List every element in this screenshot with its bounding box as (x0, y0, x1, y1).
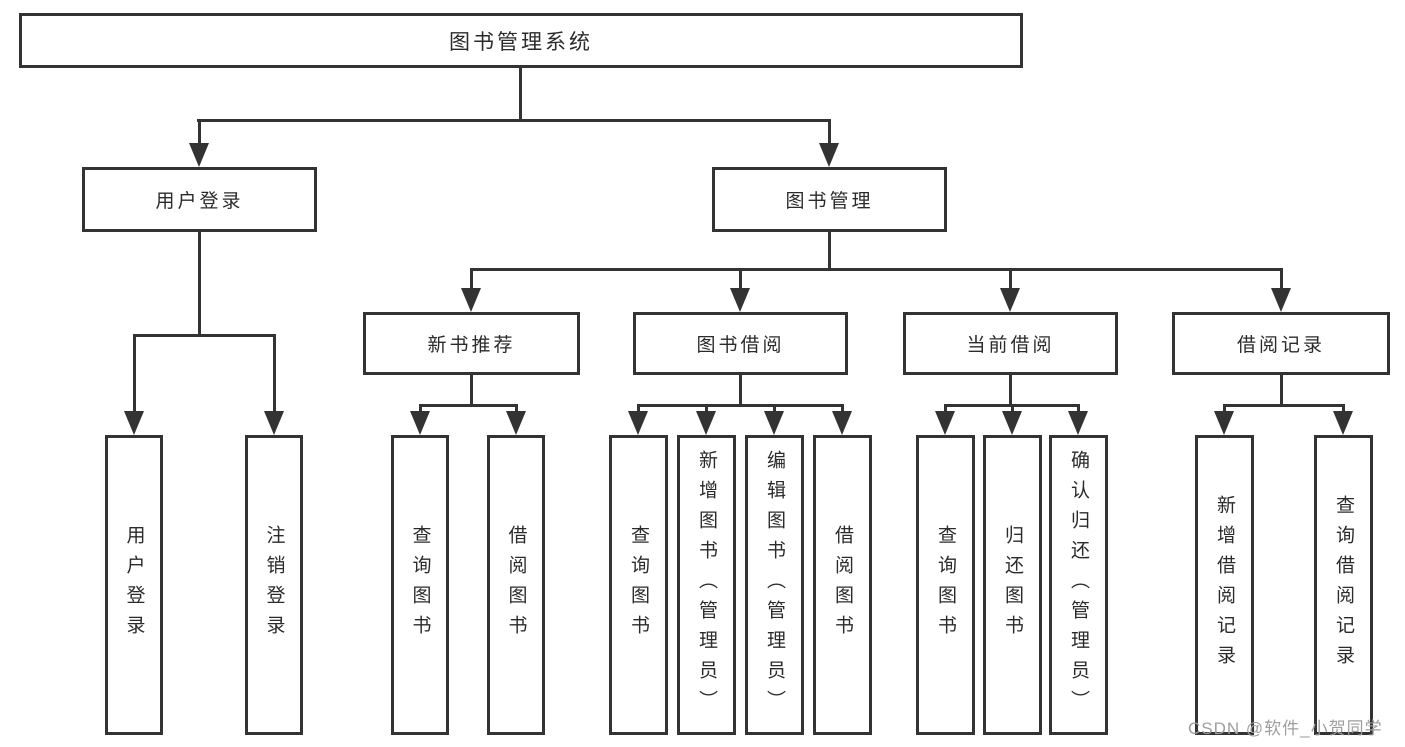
leaf-query-borrow-record: 查询借阅记录 (1314, 435, 1373, 735)
leaf-return-book: 归还图书 (983, 435, 1042, 735)
connector-drop-leaf (1011, 404, 1014, 414)
connector-drop-book-mgmt (828, 119, 831, 146)
arrow-down-icon (628, 411, 648, 435)
arrow-down-icon (832, 411, 852, 435)
leaf-edit-book-admin-label: 编辑图书（管理员） (764, 450, 785, 720)
connector-drop-section (1009, 268, 1012, 291)
node-borrow-records-label: 借阅记录 (1236, 335, 1325, 356)
leaf-borrow-book-recommend-label: 借阅图书 (505, 525, 527, 645)
leaf-user-login: 用户登录 (105, 435, 163, 735)
connector-leaf-bus (419, 404, 518, 407)
arrow-down-icon (461, 288, 481, 312)
arrow-down-icon (730, 288, 750, 312)
node-current-borrowing: 当前借阅 (903, 312, 1118, 375)
leaf-user-login-label: 用户登录 (123, 525, 145, 645)
connector-leaf-bus (637, 404, 844, 407)
connector-book-mgmt-stem (828, 230, 831, 271)
connector-drop-leaf (133, 334, 136, 414)
leaf-edit-book-admin: 编辑图书（管理员） (745, 435, 804, 735)
node-root: 图书管理系统 (19, 13, 1023, 68)
leaf-query-borrow-record-label: 查询借阅记录 (1333, 495, 1354, 675)
connector-section-stem (470, 373, 473, 407)
connector-section-stem (1280, 373, 1283, 407)
arrow-down-icon (189, 143, 209, 167)
connector-user-login-bus (133, 334, 276, 337)
connector-drop-leaf (841, 404, 844, 414)
leaf-add-book-admin-label: 新增图书（管理员） (696, 450, 717, 720)
leaf-borrow-book: 借阅图书 (813, 435, 872, 735)
leaf-logout-label: 注销登录 (263, 525, 285, 645)
connector-level3-bus (470, 268, 1283, 271)
arrow-down-icon (1271, 288, 1291, 312)
leaf-borrow-book-recommend: 借阅图书 (487, 435, 545, 735)
leaf-borrow-book-label: 借阅图书 (832, 525, 853, 645)
arrow-down-icon (1333, 411, 1353, 435)
leaf-query-book-current: 查询图书 (916, 435, 975, 735)
node-book-borrowing-label: 图书借阅 (696, 335, 785, 356)
connector-section-stem (1009, 373, 1012, 407)
leaf-query-book-current-label: 查询图书 (935, 525, 956, 645)
arrow-down-icon (764, 411, 784, 435)
node-current-borrowing-label: 当前借阅 (966, 335, 1055, 356)
arrow-down-icon (935, 411, 955, 435)
connector-drop-leaf (1077, 404, 1080, 414)
leaf-add-borrow-record-label: 新增借阅记录 (1214, 495, 1235, 675)
arrow-down-icon (1068, 411, 1088, 435)
node-book-management-label: 图书管理 (785, 191, 874, 212)
leaf-query-book-recommend: 查询图书 (391, 435, 449, 735)
node-new-book-recommend: 新书推荐 (363, 312, 580, 375)
arrow-down-icon (410, 411, 430, 435)
connector-drop-leaf (773, 404, 776, 414)
arrow-down-icon (819, 143, 839, 167)
connector-level1-bus (197, 119, 831, 122)
connector-drop-leaf (705, 404, 708, 414)
connector-section-stem (739, 373, 742, 407)
arrow-down-icon (1214, 411, 1234, 435)
arrow-down-icon (1002, 411, 1022, 435)
connector-drop-leaf (944, 404, 947, 414)
arrow-down-icon (124, 411, 144, 435)
connector-drop-leaf (637, 404, 640, 414)
node-book-borrowing: 图书借阅 (633, 312, 848, 375)
connector-drop-leaf (1342, 404, 1345, 414)
node-new-book-recommend-label: 新书推荐 (427, 335, 516, 356)
connector-root-stem (519, 66, 522, 122)
arrow-down-icon (1000, 288, 1020, 312)
leaf-query-book-recommend-label: 查询图书 (409, 525, 431, 645)
connector-drop-section (739, 268, 742, 291)
leaf-add-book-admin: 新增图书（管理员） (677, 435, 736, 735)
leaf-query-book-borrow-label: 查询图书 (628, 525, 649, 645)
arrow-down-icon (264, 411, 284, 435)
leaf-add-borrow-record: 新增借阅记录 (1195, 435, 1254, 735)
connector-drop-section (470, 268, 473, 291)
arrow-down-icon (696, 411, 716, 435)
leaf-query-book-borrow: 查询图书 (609, 435, 668, 735)
connector-drop-leaf (1223, 404, 1226, 414)
connector-leaf-bus (1223, 404, 1345, 407)
connector-drop-leaf (273, 334, 276, 414)
leaf-confirm-return-admin: 确认归还（管理员） (1049, 435, 1108, 735)
node-root-label: 图书管理系统 (449, 30, 593, 54)
connector-drop-section (1280, 268, 1283, 291)
node-borrow-records: 借阅记录 (1172, 312, 1390, 375)
connector-drop-leaf (419, 404, 422, 414)
connector-drop-user-login (198, 119, 201, 146)
node-book-management: 图书管理 (712, 167, 947, 232)
arrow-down-icon (506, 411, 526, 435)
node-user-login: 用户登录 (82, 167, 317, 232)
leaf-return-book-label: 归还图书 (1002, 525, 1023, 645)
node-user-login-label: 用户登录 (155, 191, 244, 212)
connector-drop-leaf (515, 404, 518, 414)
leaf-confirm-return-admin-label: 确认归还（管理员） (1068, 450, 1089, 720)
leaf-logout: 注销登录 (245, 435, 303, 735)
csdn-watermark: CSDN @软件_小贺同学 (1188, 719, 1383, 738)
connector-user-login-stem (198, 230, 201, 337)
